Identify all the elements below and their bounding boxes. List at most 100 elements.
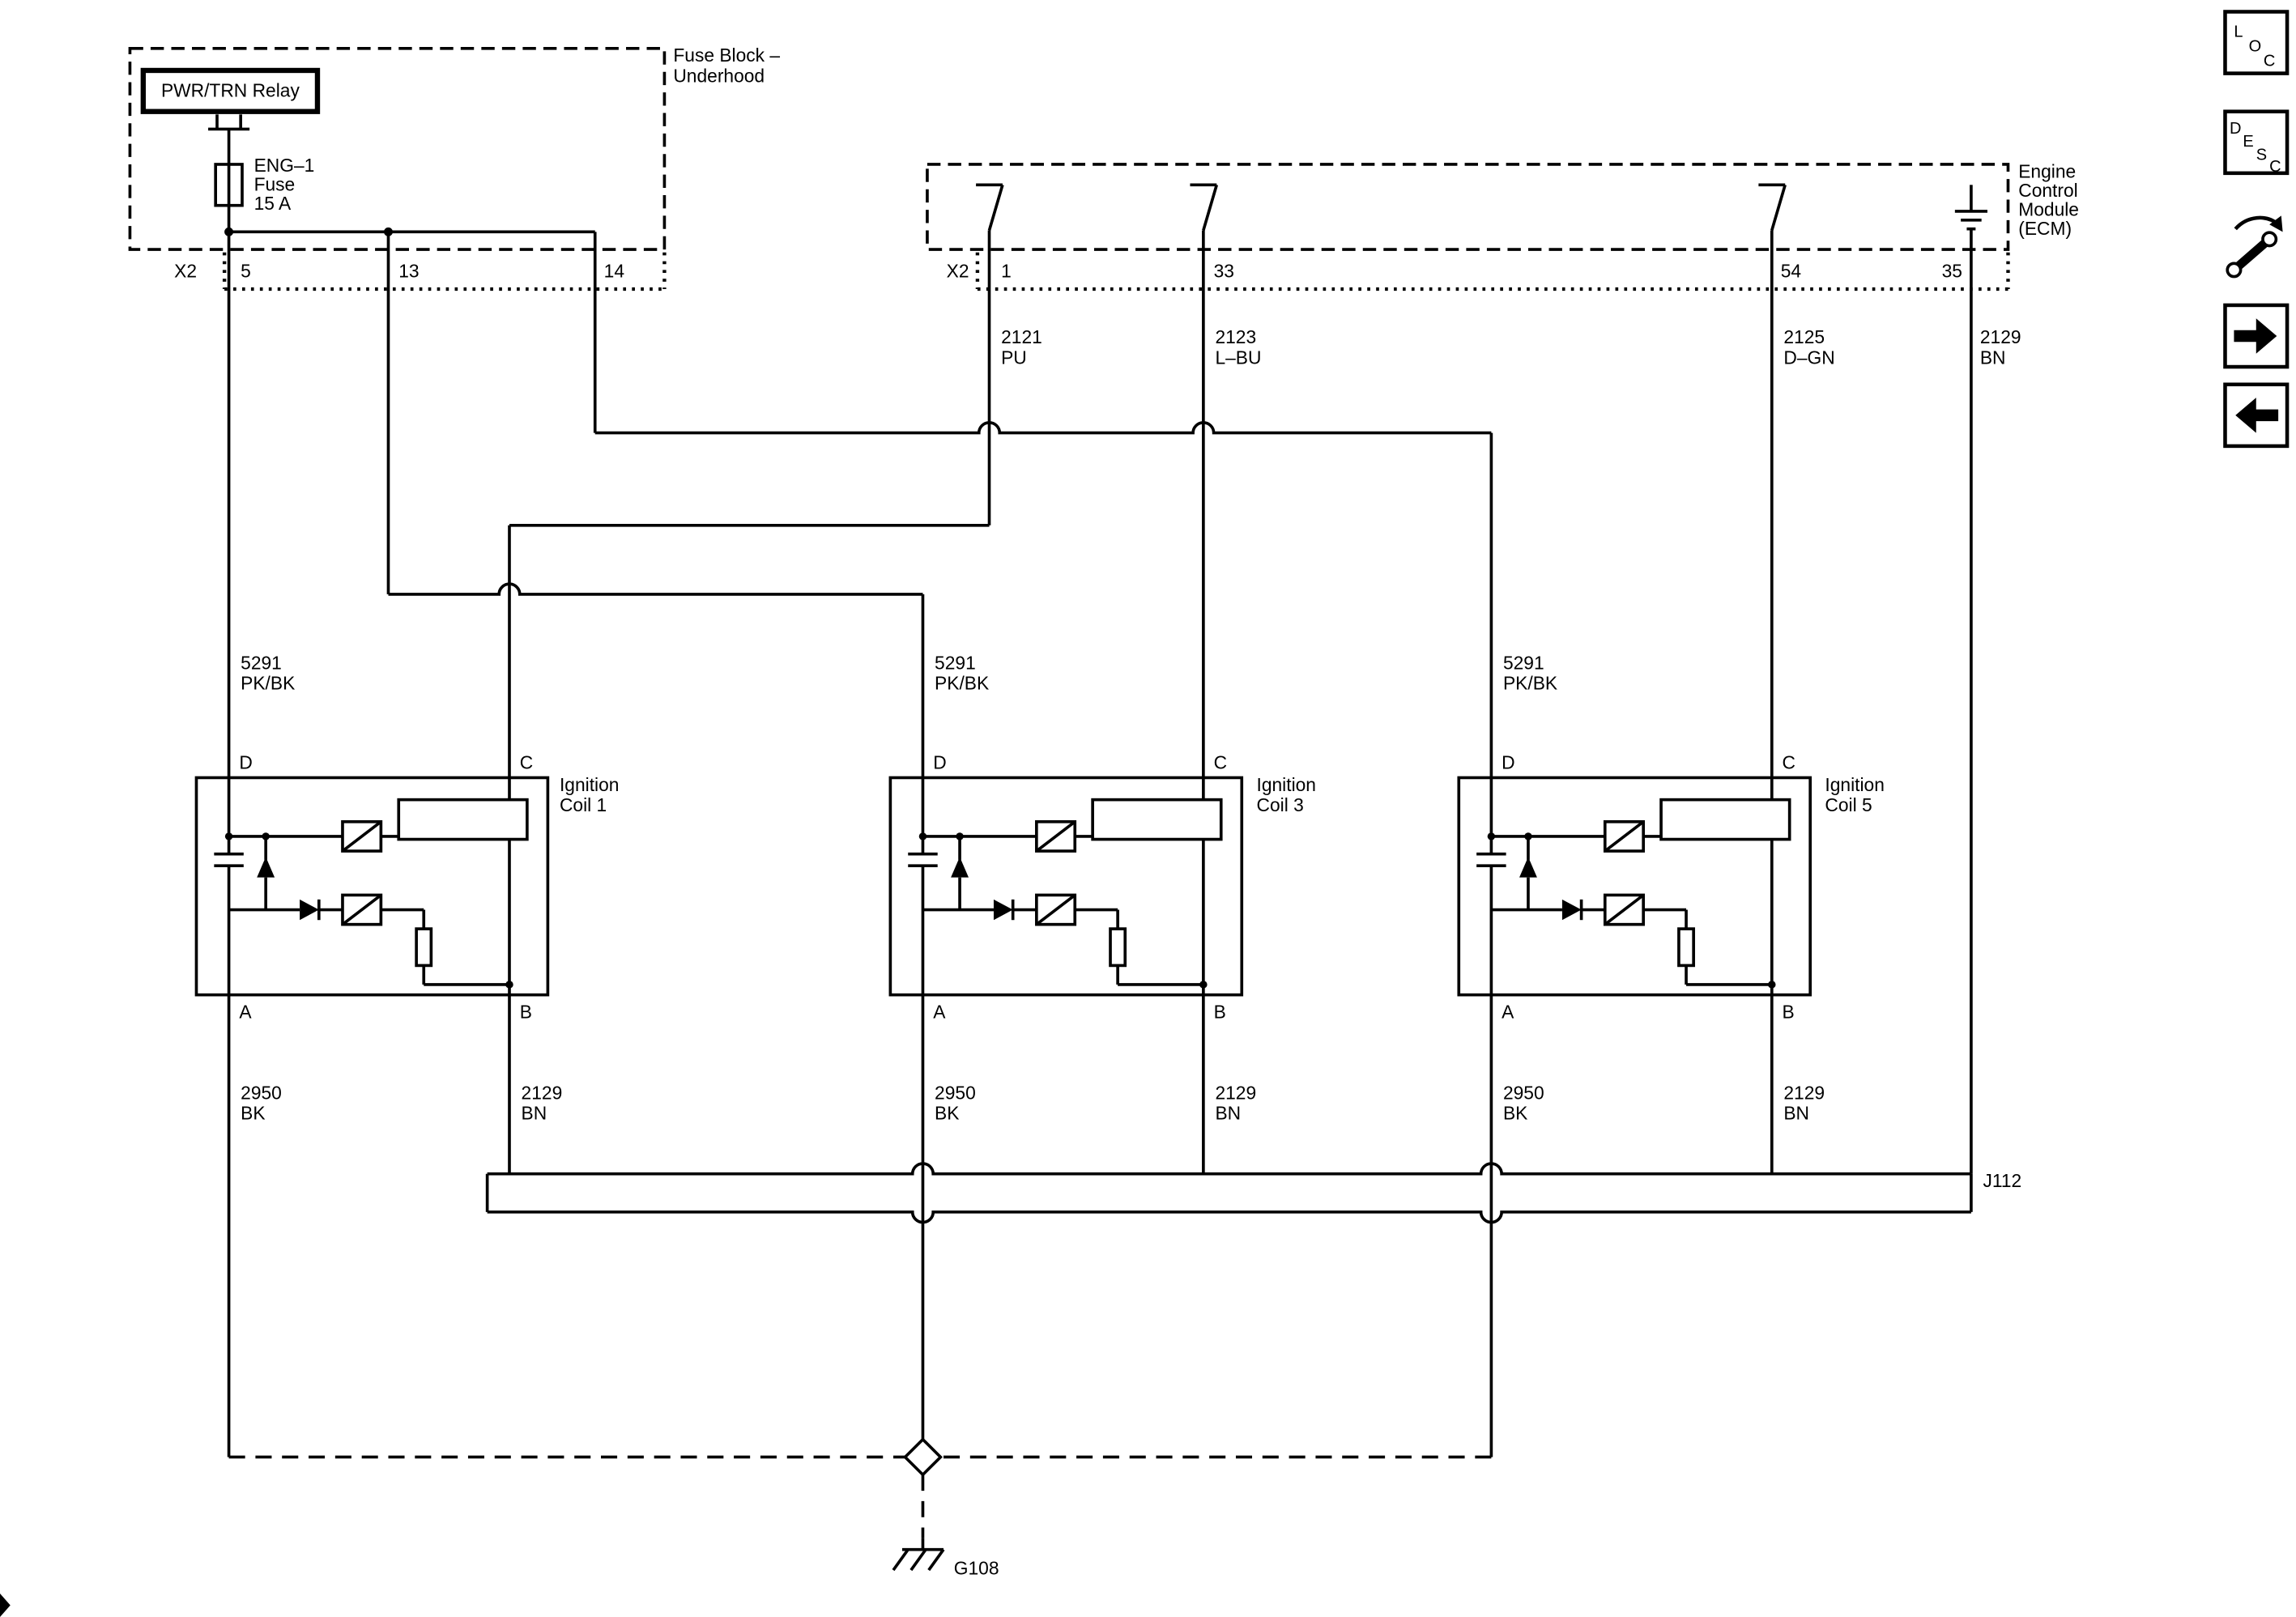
desc-button[interactable]: D E S C (2223, 109, 2290, 176)
desc-letter-e: E (2243, 133, 2253, 151)
relay-contact-symbol (208, 114, 250, 164)
wire-2125-color: D–GN (1783, 347, 1834, 368)
ecm-title-line4: (ECM) (2018, 218, 2072, 239)
wire-2129-circuit-3: 2129 (1783, 1082, 1825, 1103)
wire-2123-circuit: 2123 (1215, 326, 1256, 347)
ecm-title-line2: Control (2018, 180, 2077, 201)
loc-letter-o: O (2249, 37, 2262, 55)
wire-2129-color-2: BN (1215, 1103, 1241, 1124)
wire-2129-ecm-color: BN (1980, 347, 2006, 368)
ignition-coil-1-internal-circuit (194, 776, 550, 997)
coil3-pin-c: C (1214, 752, 1227, 773)
wire-2121-color: PU (1001, 347, 1027, 368)
pin-33-label: 33 (1214, 261, 1234, 282)
ecm-outline (926, 163, 2010, 251)
coil5-pin-b: B (1783, 1002, 1795, 1023)
fuse-block-title-line2: Underhood (673, 66, 765, 87)
ecm-title-line3: Module (2018, 198, 2079, 219)
ecm-driver-symbol-2 (1190, 183, 1219, 232)
ignition-coil-3-internal-circuit (888, 776, 1244, 997)
coil5-pin-d: D (1502, 752, 1514, 773)
wire-2121-pu: 2121 PU (508, 230, 1042, 778)
coil1-name-line1: Ignition (560, 774, 619, 795)
coil3-pin-d: D (933, 752, 946, 773)
pwr-trn-relay: PWR/TRN Relay (140, 67, 321, 164)
wire-2950-color-2: BK (935, 1103, 959, 1124)
wire-2129-color-3: BN (1783, 1103, 1809, 1124)
ground-g108-label: G108 (954, 1558, 999, 1579)
coil1-name-line2: Coil 1 (560, 794, 607, 815)
coil3-pin-a: A (933, 1002, 946, 1023)
desc-letter-s: S (2256, 147, 2267, 164)
pin-54-label: 54 (1781, 261, 1801, 282)
wire-2121-circuit: 2121 (1001, 326, 1042, 347)
wire-2129-bn-ecm: 2129 BN (1970, 228, 2021, 1174)
fuse-name: ENG–1 (254, 155, 315, 176)
coil1-pin-d: D (239, 752, 252, 773)
ecm-driver-symbol-1 (976, 183, 1004, 232)
coil1-pin-a: A (239, 1002, 252, 1023)
ecm-connector-label: X2 (947, 261, 969, 282)
pin-1-label: 1 (1001, 261, 1012, 282)
fuse-block-connector-label: X2 (174, 261, 197, 282)
ecm-connector-x2: X2 1 33 54 35 (947, 252, 2010, 291)
fuse-block-underhood: Fuse Block – Underhood PWR/TRN Relay ENG… (128, 45, 780, 291)
wire-2123-color: L–BU (1215, 347, 1261, 368)
back-arrow-button[interactable] (2223, 382, 2290, 449)
wire-2950-color-3: BK (1503, 1103, 1527, 1124)
fuse-block-connector-x2: X2 5 13 14 (174, 252, 667, 291)
ignition-coil-5: D C A B Ignition Coil 5 (1457, 752, 1885, 1023)
wire-2950-color-1: BK (241, 1103, 265, 1124)
coil1-pin-c: C (520, 752, 533, 773)
loc-letter-c: C (2264, 53, 2275, 70)
pin-5-label: 5 (241, 261, 251, 282)
wire-5291-run2 (388, 582, 923, 596)
wire-2125-circuit: 2125 (1783, 326, 1825, 347)
coil1-pin-b: B (520, 1002, 532, 1023)
wire-5291-circuit-3: 5291 (1503, 652, 1544, 673)
wire-5291-run3 (594, 421, 1492, 435)
wire-5291-circuit-1: 5291 (241, 652, 282, 673)
desc-letter-d: D (2230, 120, 2241, 138)
repair-wrench-icon[interactable] (2226, 215, 2283, 279)
loc-button[interactable]: L O C (2223, 10, 2290, 75)
page-edge-mark (0, 1594, 11, 1617)
ground-g108-icon (892, 1538, 945, 1572)
ecm-title-line1: Engine (2018, 160, 2076, 181)
fuse-word: Fuse (254, 174, 296, 195)
coil3-name-line1: Ignition (1257, 774, 1316, 795)
coil3-pin-b: B (1214, 1002, 1226, 1023)
wire-5291-pkbk-runs: 5291 PK/BK 5291 PK/BK 5291 PK/BK (227, 232, 1557, 778)
wire-2125-dgn: 2125 D–GN (1770, 230, 1835, 778)
wire-5291-color-1: PK/BK (241, 673, 295, 694)
ignition-coil-1: D C A B Ignition Coil 1 (194, 752, 619, 1023)
splice-j112-label: J112 (1983, 1170, 2021, 1191)
wire-2950-circuit-1: 2950 (241, 1082, 282, 1103)
forward-arrow-button[interactable] (2223, 303, 2290, 369)
wire-2129-circuit-1: 2129 (522, 1082, 563, 1103)
fuse-symbol (214, 163, 244, 207)
splice-diamond (903, 1437, 943, 1477)
ecm-internal-ground-icon (1954, 185, 1987, 231)
fuse-block-title-line1: Fuse Block – (673, 45, 780, 66)
wire-5291-circuit-2: 5291 (935, 652, 976, 673)
pin-35-label: 35 (1942, 261, 1962, 282)
wire-2129-circuit-2: 2129 (1215, 1082, 1256, 1103)
desc-letter-c: C (2269, 158, 2281, 176)
wire-2950-bk-runs: 2950 BK 2950 BK 2950 BK G108 (227, 994, 1544, 1579)
wire-2129-ecm-circuit: 2129 (1980, 326, 2021, 347)
coil5-pin-c: C (1783, 752, 1795, 773)
wire-2129-bn-coils: 2129 BN 2129 BN 2129 BN (508, 994, 1825, 1174)
coil5-name-line1: Ignition (1825, 774, 1884, 795)
loc-letter-l: L (2234, 23, 2243, 40)
wire-5291-color-2: PK/BK (935, 673, 989, 694)
wire-2129-color-1: BN (522, 1103, 547, 1124)
toolbar: L O C D E S C (2223, 10, 2290, 449)
fuse-block-feed-bus (224, 227, 595, 236)
ignition-coil-3: D C A B Ignition Coil 3 (888, 752, 1316, 1023)
coil3-name-line2: Coil 3 (1257, 794, 1304, 815)
wire-5291-color-3: PK/BK (1503, 673, 1557, 694)
ecm-driver-symbol-3 (1758, 183, 1787, 232)
